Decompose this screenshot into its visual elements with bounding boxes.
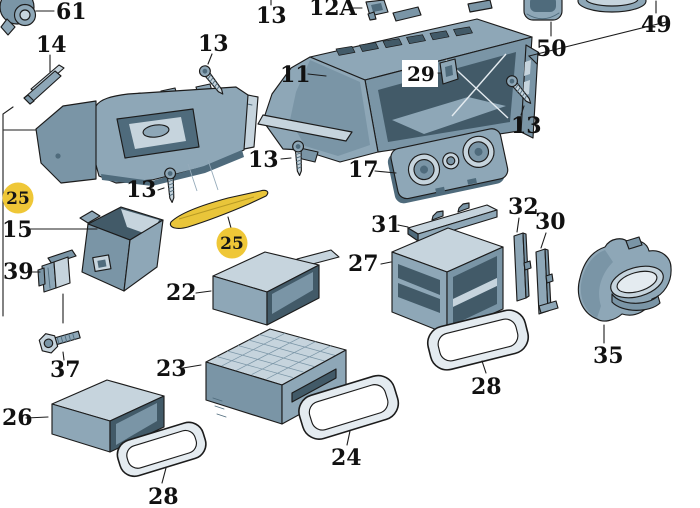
- label-17[interactable]: 17: [348, 157, 379, 183]
- label-25-badge-center[interactable]: 25: [216, 227, 248, 259]
- label-27[interactable]: 27: [348, 251, 379, 277]
- leader-37: [62, 351, 65, 361]
- label-37[interactable]: 37: [50, 357, 81, 383]
- part-24-gasket: [298, 374, 400, 440]
- label-28-right[interactable]: 28: [471, 374, 502, 400]
- label-29[interactable]: 29: [407, 62, 435, 86]
- label-49[interactable]: 49: [641, 12, 672, 38]
- label-39[interactable]: 39: [3, 259, 34, 285]
- label-13-center[interactable]: 13: [248, 147, 279, 173]
- part-50-storage-bin: [523, 0, 563, 21]
- leader-13-center: [280, 157, 292, 160]
- label-32[interactable]: 32: [508, 194, 539, 220]
- part-13-screw-lower-left: [163, 167, 179, 204]
- label-13-right[interactable]: 13: [511, 113, 542, 139]
- part-61-round-fastener: [0, 0, 37, 36]
- label-13-lower-left[interactable]: 13: [126, 177, 157, 203]
- part-17-climate-trim-panel: [387, 128, 509, 204]
- leader-11: [307, 73, 327, 77]
- label-13-top-center[interactable]: 13: [256, 3, 287, 29]
- part-12a-clip: [365, 0, 389, 21]
- label-61[interactable]: 61: [56, 0, 87, 25]
- leader-31: [397, 224, 409, 228]
- leader-13-right: [520, 105, 525, 116]
- leader-23: [182, 364, 202, 369]
- glovebox-handle: [142, 124, 170, 138]
- vent-slots: [335, 26, 473, 56]
- label-31[interactable]: 31: [371, 212, 402, 238]
- label-14[interactable]: 14: [36, 32, 67, 58]
- leader-30: [540, 232, 547, 249]
- part-15-glovebox-bin: [79, 206, 164, 292]
- label-50[interactable]: 50: [536, 36, 567, 62]
- part-11-center-console-housing: [257, 0, 539, 163]
- label-11[interactable]: 11: [280, 62, 311, 88]
- leader-32: [516, 217, 520, 233]
- svg-text:25: 25: [6, 189, 30, 209]
- leader-28-left: [161, 467, 167, 484]
- label-24[interactable]: 24: [331, 445, 362, 471]
- label-15[interactable]: 15: [2, 217, 33, 243]
- label-23[interactable]: 23: [156, 356, 187, 382]
- kick-panel: [35, 100, 97, 184]
- label-13-top-left[interactable]: 13: [198, 31, 229, 57]
- part-22-storage-tray: [212, 249, 340, 326]
- part-49-storage-tray: [577, 0, 647, 13]
- part-39-clip: [37, 249, 77, 293]
- part-28-gasket-right: [426, 309, 530, 371]
- part-29-bracket: [437, 58, 459, 85]
- part-37-bolt: [38, 330, 81, 354]
- part-28-gasket-left: [116, 421, 207, 478]
- part-23-cassette-holder: [205, 328, 347, 425]
- part-26-storage-tray: [51, 379, 165, 453]
- svg-text:25: 25: [220, 234, 244, 254]
- label-25-badge-left[interactable]: 25: [2, 182, 34, 214]
- label-29-box: [402, 60, 438, 87]
- part-35-holder: [577, 236, 672, 322]
- leader-27: [380, 261, 392, 265]
- part-14-trim-strip: [23, 64, 65, 105]
- divider-line-49: [527, 21, 667, 65]
- leader-13-lower-left: [157, 187, 165, 191]
- leader-28-right: [481, 360, 487, 374]
- label-12a[interactable]: 12A: [309, 0, 358, 21]
- part-glovebox-housing: [35, 83, 259, 186]
- leader-24: [346, 430, 351, 446]
- leader-22: [195, 290, 212, 294]
- bin-latch: [92, 254, 112, 273]
- leader-lines: [25, 0, 667, 484]
- label-30[interactable]: 30: [535, 209, 566, 235]
- label-28-left[interactable]: 28: [148, 484, 179, 508]
- label-22[interactable]: 22: [166, 280, 197, 306]
- part-25-trim-strip-highlighted[interactable]: [169, 189, 269, 229]
- part-32-rail-strip: [513, 232, 532, 302]
- part-27-double-shelf-box: [391, 227, 504, 335]
- label-26[interactable]: 26: [2, 405, 33, 431]
- leader-17: [374, 170, 397, 174]
- label-35[interactable]: 35: [593, 343, 624, 369]
- leader-26: [25, 416, 49, 419]
- leader-13-top-left: [207, 53, 213, 65]
- part-30-rail-strip: [535, 248, 559, 315]
